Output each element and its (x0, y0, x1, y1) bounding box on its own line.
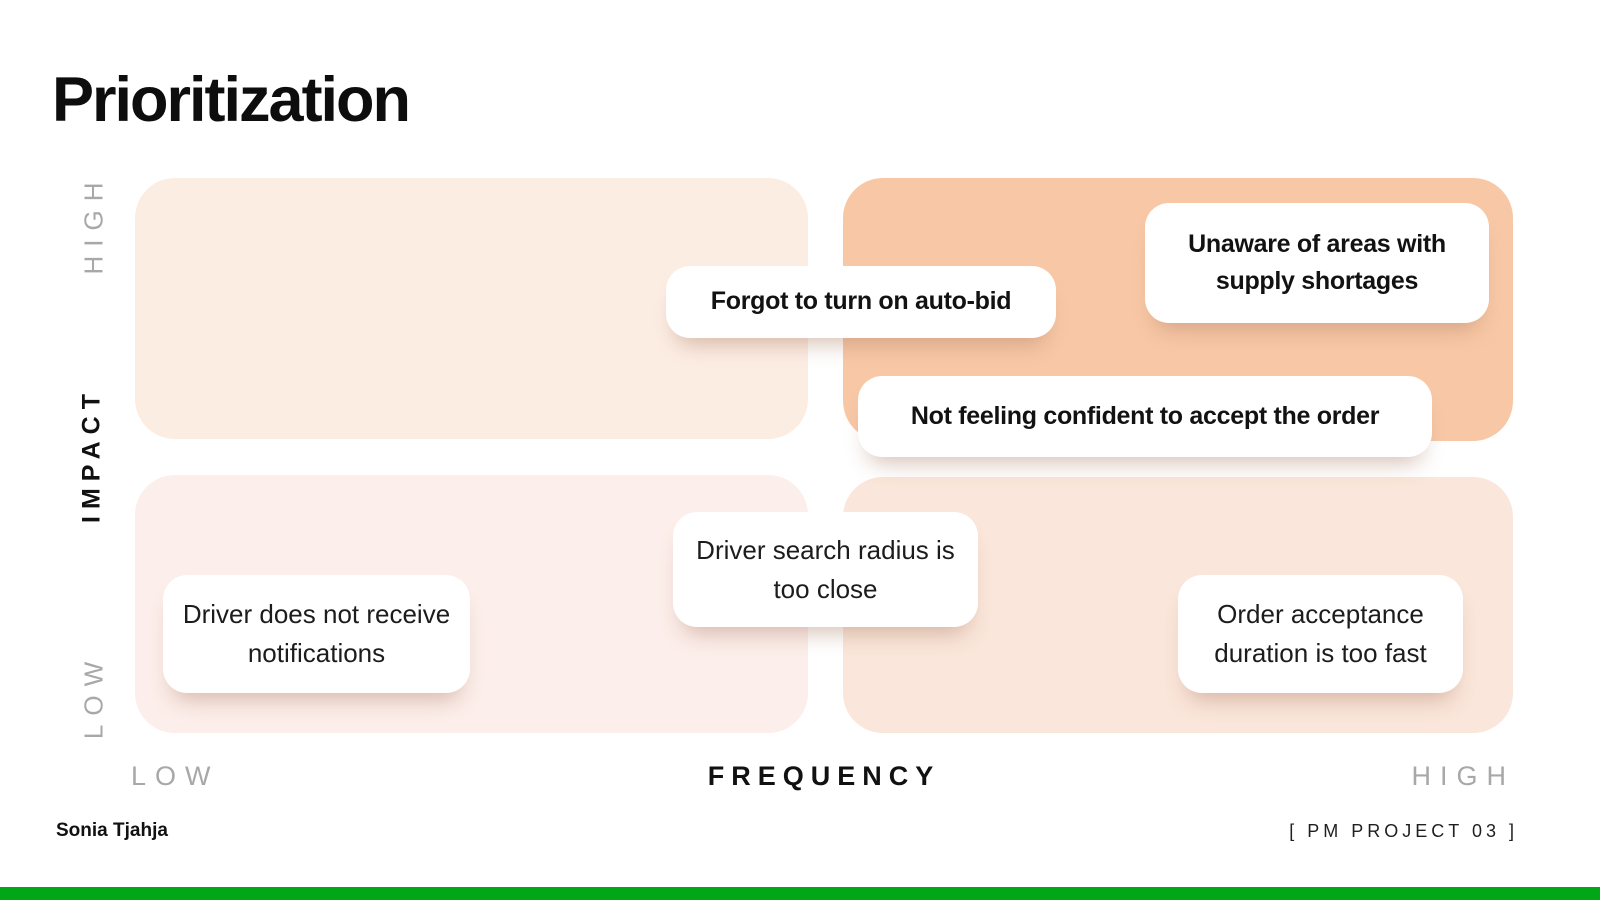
y-axis-title: IMPACT (77, 387, 106, 523)
card-unaware-supply-shortages[interactable]: Unaware of areas with supply shortages (1145, 203, 1489, 323)
page-title: Prioritization (52, 65, 411, 135)
footer-project-tag: [ PM PROJECT 03 ] (1289, 821, 1518, 841)
x-axis-title: FREQUENCY (707, 761, 941, 791)
y-axis-low-label: LOW (78, 652, 109, 740)
x-axis-low-label: LOW (131, 761, 220, 791)
card-not-confident-accept-order[interactable]: Not feeling confident to accept the orde… (858, 376, 1432, 457)
card-forgot-auto-bid[interactable]: Forgot to turn on auto-bid (666, 266, 1056, 338)
y-axis-high-label: HIGH (78, 173, 109, 275)
accent-bar (0, 887, 1600, 900)
card-acceptance-too-fast[interactable]: Order acceptance duration is too fast (1178, 575, 1463, 693)
footer-author: Sonia Tjahja (56, 820, 168, 841)
x-axis-high-label: HIGH (1411, 761, 1515, 791)
card-no-notifications[interactable]: Driver does not receive notifications (163, 575, 470, 693)
card-search-radius-too-close[interactable]: Driver search radius is too close (673, 512, 978, 627)
